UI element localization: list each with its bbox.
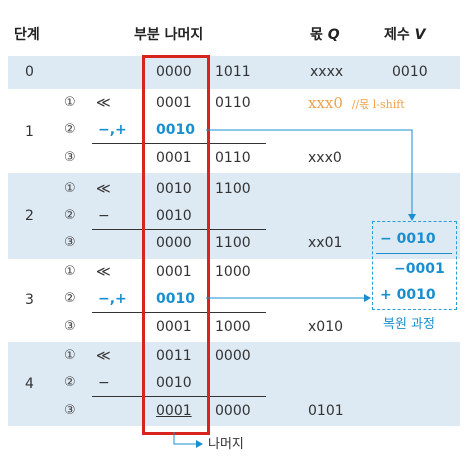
step4-line3-num: ③: [64, 403, 76, 418]
step2-band: [8, 173, 460, 259]
row0-divisor: 0010: [392, 64, 428, 80]
header-partial-remainder: 부분 나머지: [134, 27, 204, 43]
step4-rule: [92, 396, 266, 397]
step1-line1-num: ①: [64, 95, 76, 110]
step1-line3-num: ③: [64, 150, 76, 165]
step1-note-q: xxx0: [308, 94, 343, 112]
step4-line2-hi: 0010: [156, 375, 192, 391]
restore-line2: −0001: [394, 261, 445, 277]
row0-quotient: xxxx: [310, 64, 344, 80]
step4-line1-num: ①: [64, 348, 76, 363]
step1-line3-quotient: xxx0: [308, 150, 342, 166]
restore-box: [372, 221, 457, 310]
step1-label: 1: [25, 124, 34, 140]
arrowhead-step1: [408, 214, 416, 221]
restore-caption: 복원 과정: [383, 317, 435, 332]
step3-line2-hi: 0010: [156, 291, 195, 307]
header-divisor-label: 제수: [384, 27, 410, 43]
step1-line2-hi: 0010: [156, 122, 195, 138]
arrow-remainder-label: [173, 432, 197, 445]
row0-step: 0: [25, 64, 34, 80]
step2-line1-num: ①: [64, 181, 76, 196]
step2-line2-op: −: [98, 208, 110, 224]
step3-line3-lo: 1000: [215, 319, 251, 335]
step2-line1-lo: 1100: [215, 181, 251, 197]
step1-line1-hi: 0001: [156, 95, 192, 111]
step3-line3-hi: 0001: [156, 319, 192, 335]
step1-line2-num: ②: [64, 122, 76, 137]
step2-line3-quotient: xx01: [308, 235, 343, 251]
step2-line3-hi: 0000: [156, 235, 192, 251]
step2-line1-op: ≪: [96, 181, 111, 197]
remainder-label: 나머지: [208, 437, 244, 452]
step1-note-comment: //몫 l-shift: [351, 98, 405, 111]
arrowhead-remainder: [196, 440, 203, 448]
header-quotient-label: 몫: [310, 27, 323, 43]
step4-line1-lo: 0000: [215, 348, 251, 364]
step4-line2-num: ②: [64, 375, 76, 390]
step3-line3-num: ③: [64, 319, 76, 334]
row0-band: [8, 56, 460, 89]
step4-label: 4: [25, 376, 34, 392]
arrow-step1-to-box: [206, 129, 413, 218]
step2-line2-hi: 0010: [156, 208, 192, 224]
step3-line1-op: ≪: [96, 264, 111, 280]
step3-line2-op: −,+: [98, 291, 127, 307]
step4-line3-lo: 0000: [215, 403, 251, 419]
header-divisor: 제수 V: [384, 24, 425, 44]
step4-line3-hi: 0001: [156, 403, 192, 419]
step1-quotient-note: xxx0 //몫 l-shift: [308, 94, 405, 114]
step4-line2-op: −: [98, 375, 110, 391]
header-quotient-var: Q: [327, 27, 340, 43]
header-quotient: 몫 Q: [310, 24, 340, 44]
step2-rule: [92, 229, 266, 230]
remainder-column-frame: [142, 55, 210, 435]
arrowhead-step3: [364, 294, 371, 302]
row0-rem-hi: 0000: [156, 64, 192, 80]
step2-line3-num: ③: [64, 235, 76, 250]
step1-line1-lo: 0110: [215, 95, 251, 111]
step3-line3-quotient: x010: [308, 319, 344, 335]
restore-line3: + 0010: [380, 287, 436, 303]
step3-rule: [92, 312, 266, 313]
restore-line1: − 0010: [380, 231, 436, 247]
step1-line3-lo: 0110: [215, 150, 251, 166]
step1-rule: [92, 143, 266, 144]
step2-line2-num: ②: [64, 208, 76, 223]
restore-rule: [376, 253, 452, 254]
step1-line3-hi: 0001: [156, 150, 192, 166]
step3-label: 3: [25, 292, 34, 308]
step3-line1-num: ①: [64, 264, 76, 279]
row0-rem-lo: 1011: [215, 64, 251, 80]
step4-line1-op: ≪: [96, 348, 111, 364]
step1-line1-op: ≪: [96, 95, 111, 111]
step4-band: [8, 342, 460, 426]
step1-line2-op: −,+: [98, 122, 127, 138]
header-step: 단계: [14, 27, 40, 43]
step2-line3-lo: 1100: [215, 235, 251, 251]
header-divisor-var: V: [414, 27, 426, 43]
step4-line1-hi: 0011: [156, 348, 192, 364]
step2-label: 2: [25, 208, 34, 224]
step2-line1-hi: 0010: [156, 181, 192, 197]
step3-line1-hi: 0001: [156, 264, 192, 280]
step3-line2-num: ②: [64, 291, 76, 306]
step4-line3-quotient: 0101: [308, 403, 344, 419]
step3-line1-lo: 1000: [215, 264, 251, 280]
